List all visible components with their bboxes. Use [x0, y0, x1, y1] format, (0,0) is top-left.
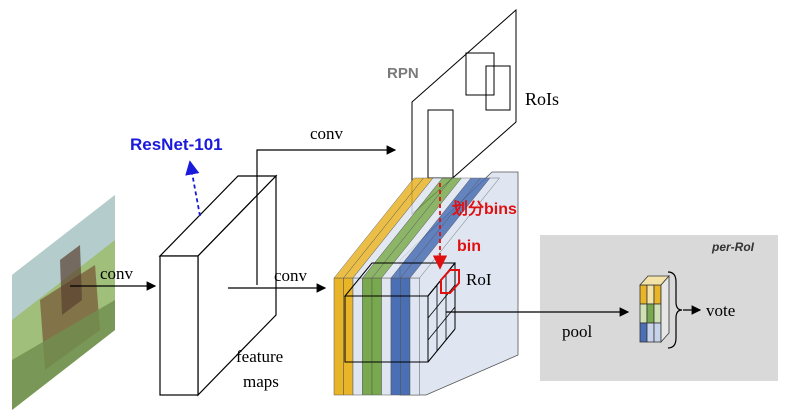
- score-map-channel-front: [333, 277, 344, 396]
- input-photo: [12, 195, 115, 410]
- pooled-cell: [646, 303, 655, 324]
- bin-highlight: [440, 269, 460, 294]
- pooled-cell: [639, 284, 648, 305]
- pooled-cell: [653, 322, 662, 343]
- conv-input-label: conv: [100, 264, 134, 283]
- pooled-grid-side: [660, 274, 670, 344]
- conv-top-label: conv: [310, 124, 344, 143]
- score-map-channel-top: [409, 177, 501, 279]
- split-bins-label: 划分bins: [452, 199, 517, 218]
- rpn-label: RPN: [387, 65, 419, 82]
- resnet-label: ResNet-101: [130, 135, 223, 154]
- pooled-cell: [639, 322, 648, 343]
- feature-maps-label-line2: maps: [243, 372, 279, 391]
- conv-to-rpn-arrow: [256, 145, 397, 285]
- pooled-cell: [653, 284, 662, 305]
- bin-label: bin: [457, 238, 481, 255]
- pooled-cell: [653, 303, 662, 324]
- dashed-up-arrow-icon: [185, 160, 201, 217]
- rois-label: RoIs: [525, 89, 559, 109]
- pooled-cell: [639, 303, 648, 324]
- per-roi-label: per-RoI: [711, 240, 755, 254]
- pool-label: pool: [562, 322, 593, 341]
- feature-maps-label-line1: feature: [236, 347, 283, 366]
- brace-icon: [667, 271, 683, 349]
- conv-mid-label: conv: [274, 266, 308, 285]
- pooled-cell: [646, 322, 655, 343]
- roi-label: RoI: [466, 270, 492, 289]
- pooled-grid: [639, 274, 670, 344]
- rpn-panel: [411, 8, 517, 216]
- pooled-cell: [646, 284, 655, 305]
- roi-grid: [343, 262, 457, 363]
- vote-label: vote: [706, 301, 735, 320]
